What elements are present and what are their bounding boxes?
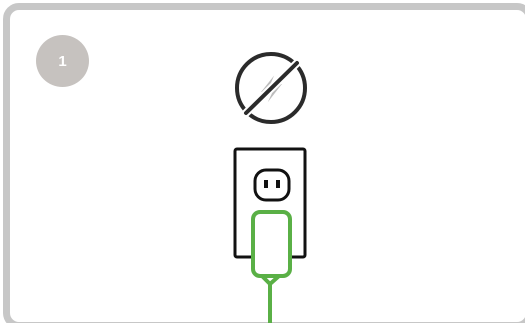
no-power-icon	[237, 54, 305, 122]
power-plug-icon	[253, 212, 290, 323]
